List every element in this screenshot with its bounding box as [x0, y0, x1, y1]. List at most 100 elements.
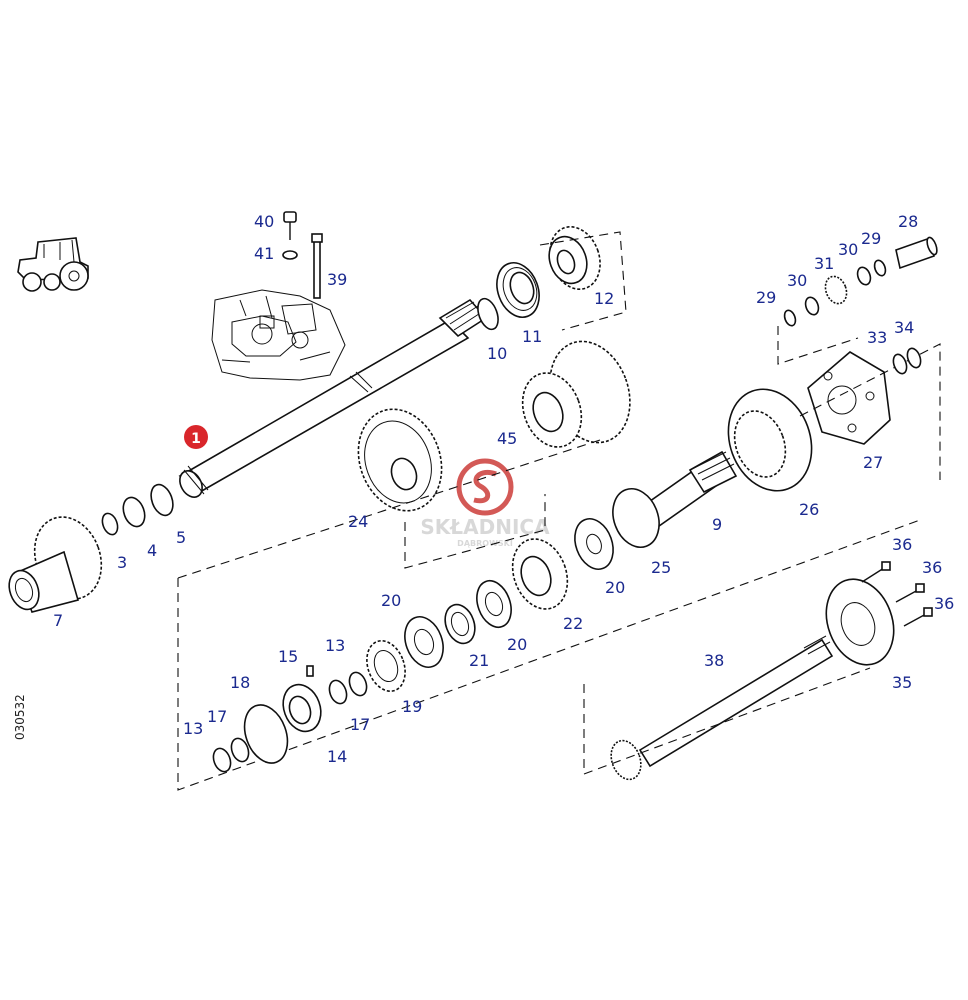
group-bracket-12 — [539, 231, 627, 331]
sleeve-14 — [282, 683, 322, 733]
seal-34 — [906, 347, 922, 369]
ring-25 — [612, 488, 660, 548]
label-5: 5 — [176, 528, 186, 547]
bolt-36-b — [895, 583, 925, 603]
label-7: 7 — [53, 611, 63, 630]
label-39: 39 — [327, 270, 347, 289]
ring-13-lower — [212, 747, 232, 773]
bolt-40 — [283, 211, 297, 240]
label-29-right: 29 — [861, 229, 881, 248]
label-15: 15 — [278, 647, 298, 666]
label-34: 34 — [894, 318, 914, 337]
label-41: 41 — [254, 244, 274, 263]
pin-15 — [306, 665, 314, 677]
label-20-mid: 20 — [507, 635, 527, 654]
group-bracket-27 — [799, 343, 941, 480]
drum-26 — [727, 388, 813, 492]
group-bracket-lower — [177, 519, 921, 791]
housing-27 — [807, 351, 891, 445]
ring-17-lower — [230, 737, 250, 763]
washer-29-right — [873, 259, 887, 277]
gear-12 — [548, 226, 601, 290]
group-bracket-38 — [583, 667, 871, 775]
label-11: 11 — [522, 327, 542, 346]
label-25: 25 — [651, 558, 671, 577]
label-17-lower: 17 — [207, 707, 227, 726]
snap-ring-18 — [243, 704, 289, 764]
label-20-upper: 20 — [605, 578, 625, 597]
highlight-label: 1 — [191, 431, 201, 447]
label-33: 33 — [867, 328, 887, 347]
label-13-lower: 13 — [183, 719, 203, 738]
label-35: 35 — [892, 673, 912, 692]
group-bracket-24 — [404, 494, 546, 569]
ring-30-left — [804, 296, 820, 316]
highlight-marker: 1 — [184, 425, 208, 449]
label-17-upper: 17 — [350, 715, 370, 734]
needle-bearing-21 — [444, 603, 476, 645]
bolt-36-a — [861, 561, 891, 583]
label-19: 19 — [402, 697, 422, 716]
label-29-left: 29 — [756, 288, 776, 307]
label-10: 10 — [487, 344, 507, 363]
washer-20-lower — [404, 616, 444, 668]
label-21: 21 — [469, 651, 489, 670]
gear-45 — [521, 340, 631, 448]
label-18: 18 — [230, 673, 250, 692]
group-bracket-31 — [777, 326, 859, 365]
ring-30-right — [856, 266, 872, 286]
label-9: 9 — [712, 515, 722, 534]
watermark-sub: DĄBROWSKI — [457, 539, 513, 548]
label-36-a: 36 — [892, 535, 912, 554]
drawing-code: 030532 — [13, 694, 27, 740]
housing-sketch — [211, 289, 346, 381]
washer-29-left — [783, 309, 797, 327]
label-3: 3 — [117, 553, 127, 572]
pin-39 — [311, 233, 323, 299]
snap-ring-5 — [150, 483, 174, 517]
label-12: 12 — [594, 289, 614, 308]
washer-20-mid — [476, 579, 512, 629]
highlight-marker-dot — [184, 425, 208, 449]
synchro-ring-19 — [366, 640, 406, 692]
label-14: 14 — [327, 747, 347, 766]
ring-3 — [101, 512, 119, 536]
label-30-right: 30 — [838, 240, 858, 259]
label-30-left: 30 — [787, 271, 807, 290]
bearing-31 — [824, 275, 848, 305]
ring-17-upper — [348, 671, 368, 697]
gear-7 — [8, 516, 103, 613]
washer-20-upper — [574, 518, 614, 570]
snap-ring-10 — [477, 297, 499, 331]
label-27: 27 — [863, 453, 883, 472]
washer-4 — [122, 496, 146, 528]
gear-22 — [511, 538, 569, 610]
label-4: 4 — [147, 541, 157, 560]
ring-13-upper — [328, 679, 348, 705]
output-shaft-38 — [610, 635, 834, 781]
label-36-c: 36 — [934, 594, 954, 613]
pin-28 — [895, 236, 938, 270]
label-40: 40 — [254, 212, 274, 231]
label-28: 28 — [898, 212, 918, 231]
gear-24 — [357, 408, 443, 512]
cover-35 — [825, 578, 895, 666]
label-26: 26 — [799, 500, 819, 519]
watermark-brand: SKŁADNICA — [420, 515, 550, 539]
bolt-36-c — [903, 607, 933, 627]
label-13-upper: 13 — [325, 636, 345, 655]
part-labels: 40 41 39 28 29 30 31 30 29 12 11 10 45 3… — [53, 212, 954, 766]
watermark-logo-icon — [456, 458, 514, 516]
label-31: 31 — [814, 254, 834, 273]
washer-41 — [282, 250, 298, 260]
main-shaft — [178, 298, 488, 498]
label-36-b: 36 — [922, 558, 942, 577]
label-20-left: 20 — [381, 591, 401, 610]
label-24: 24 — [348, 512, 368, 531]
seal-33 — [892, 353, 908, 375]
label-22: 22 — [563, 614, 583, 633]
label-45: 45 — [497, 429, 517, 448]
label-38: 38 — [704, 651, 724, 670]
